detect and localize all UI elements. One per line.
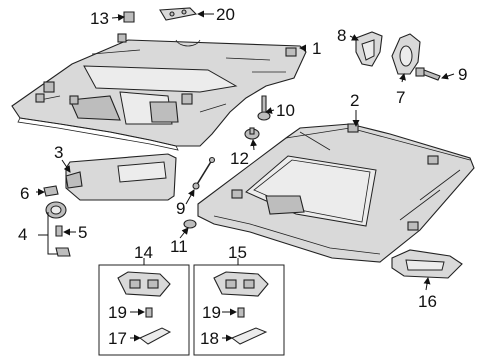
- callout-6: 6: [20, 184, 30, 203]
- callout-9-lower: 9: [176, 199, 186, 218]
- kit-box-15: [193, 264, 285, 356]
- callout-17: 17: [108, 329, 127, 348]
- visor-clip-6: [43, 185, 59, 197]
- visor-clip-11: [183, 219, 197, 229]
- clip-13: [123, 11, 135, 23]
- retainer-10: [257, 95, 271, 121]
- bulb-19-right: [237, 307, 245, 318]
- callout-2: 2: [350, 91, 360, 110]
- bulb-19-left: [145, 307, 153, 318]
- callout-4: 4: [18, 225, 28, 244]
- callout-8: 8: [337, 26, 347, 45]
- callout-19-right: 19: [202, 303, 221, 322]
- lens-18: [231, 327, 268, 345]
- callout-12: 12: [230, 149, 249, 168]
- callout-16: 16: [418, 292, 437, 311]
- callout-11: 11: [170, 237, 188, 256]
- grab-handle: [391, 33, 421, 75]
- callout-5: 5: [78, 223, 88, 242]
- lamp-20: [159, 7, 198, 21]
- leader-lines: [36, 10, 455, 342]
- push-clip-12: [244, 127, 260, 140]
- callout-1: 1: [312, 39, 322, 58]
- callout-14: 14: [134, 243, 153, 262]
- callout-10: 10: [276, 101, 295, 120]
- visor-wire-9: [192, 156, 216, 190]
- map-lamp-14: [117, 271, 171, 297]
- callout-18: 18: [200, 329, 219, 348]
- map-lamp-15: [213, 271, 269, 297]
- dome-lamp-16: [391, 249, 463, 279]
- callout-3: 3: [54, 143, 64, 162]
- coat-hook: [355, 31, 383, 67]
- screw-5: [55, 225, 71, 257]
- bolt-9-upper: [415, 67, 441, 81]
- callout-7: 7: [396, 88, 406, 107]
- callout-13: 13: [90, 9, 109, 28]
- callout-9-upper: 9: [458, 65, 468, 84]
- callout-15: 15: [228, 243, 247, 262]
- visor-bracket-4: [45, 201, 67, 219]
- callout-19-left: 19: [108, 303, 127, 322]
- lens-17: [139, 327, 172, 345]
- headliner-lower: [197, 123, 475, 263]
- sun-visor: [65, 153, 177, 201]
- callout-20: 20: [216, 5, 235, 24]
- headliner-upper: [11, 33, 307, 151]
